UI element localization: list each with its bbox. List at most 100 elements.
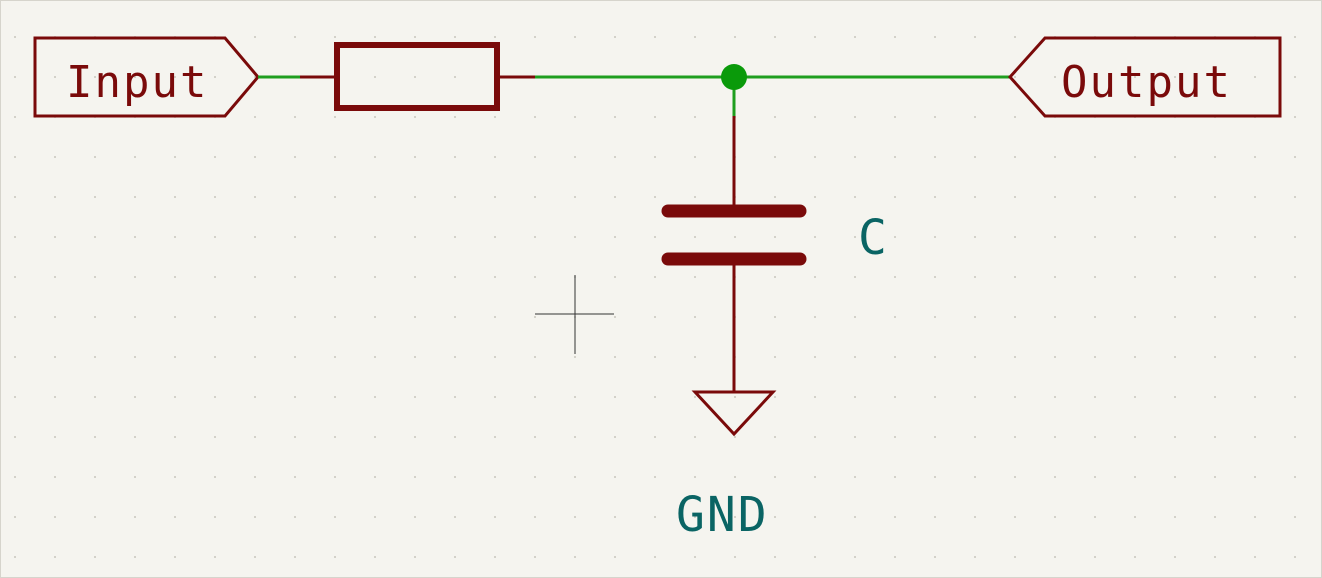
grid-dot [574,156,576,158]
grid-dot [1254,316,1256,318]
grid-dot [1294,436,1296,438]
grid-dot [1094,156,1096,158]
grid-dot [894,196,896,198]
grid-dot [654,196,656,198]
grid-dot [414,36,416,38]
grid-dot [694,516,696,518]
grid-dot [894,476,896,478]
grid-dot [974,356,976,358]
grid-dot [974,156,976,158]
grid-dot [694,316,696,318]
capacitor-reference-label[interactable]: C [858,210,889,266]
grid-dot [774,116,776,118]
grid-dot [174,196,176,198]
resistor[interactable] [300,42,535,111]
grid-dot [254,396,256,398]
ground-label[interactable]: GND [676,487,769,543]
grid-dot [574,356,576,358]
grid-dot [1294,316,1296,318]
grid-dot [334,436,336,438]
grid-dot [1054,356,1056,358]
grid-dots [14,36,1296,558]
grid-dot [1214,396,1216,398]
grid-dot [254,516,256,518]
grid-dot [174,316,176,318]
grid-dot [1294,556,1296,558]
grid-dot [774,196,776,198]
grid-dot [734,436,736,438]
grid-dot [814,36,816,38]
grid-dot [534,36,536,38]
grid-dot [534,476,536,478]
grid-dot [374,156,376,158]
output-port[interactable]: Output [1007,36,1282,118]
grid-dot [1214,436,1216,438]
grid-dot [334,556,336,558]
grid-dot [14,236,16,238]
input-port[interactable]: Input [33,36,260,118]
grid-dot [1134,516,1136,518]
grid-dot [254,556,256,558]
grid-dot [14,196,16,198]
grid-dot [414,476,416,478]
grid-dot [814,316,816,318]
grid-dot [614,116,616,118]
grid-dot [294,436,296,438]
grid-dot [534,116,536,118]
grid-dot [934,516,936,518]
grid-dot [414,276,416,278]
grid-dot [534,556,536,558]
grid-dot [334,36,336,38]
grid-dot [174,516,176,518]
grid-dot [454,196,456,198]
grid-dot [254,156,256,158]
grid-dot [374,316,376,318]
grid-dot [814,196,816,198]
grid-dot [1174,76,1176,78]
capacitor[interactable] [661,116,807,392]
grid-dot [174,156,176,158]
grid-dot [974,316,976,318]
grid-dot [694,436,696,438]
grid-dot [1214,156,1216,158]
grid-dot [134,156,136,158]
grid-dot [574,476,576,478]
grid-dot [1174,476,1176,478]
grid-dot [174,356,176,358]
grid-dot [494,276,496,278]
grid-dot [14,436,16,438]
grid-dot [694,476,696,478]
grid-dot [734,236,736,238]
grid-dot [1134,196,1136,198]
grid-dot [934,476,936,478]
grid-dot [454,316,456,318]
grid-dot [454,76,456,78]
grid-dot [934,156,936,158]
grid-dot [54,516,56,518]
grid-dot [174,236,176,238]
grid-dot [1014,76,1016,78]
grid-dot [294,516,296,518]
grid-dot [974,36,976,38]
grid-dot [574,236,576,238]
grid-dot [614,316,616,318]
grid-dot [174,276,176,278]
grid-dot [334,116,336,118]
grid-dot [254,76,256,78]
grid-dot [414,196,416,198]
grid-dot [814,116,816,118]
grid-dot [734,476,736,478]
grid-dot [14,356,16,358]
junction-dot[interactable] [721,64,747,90]
ground-symbol[interactable] [691,390,777,437]
grid-dot [14,396,16,398]
grid-dot [1094,556,1096,558]
grid-dot [414,556,416,558]
grid-dot [574,516,576,518]
grid-dot [1174,556,1176,558]
grid-dot [774,316,776,318]
grid-dot [934,116,936,118]
grid-dot [334,356,336,358]
